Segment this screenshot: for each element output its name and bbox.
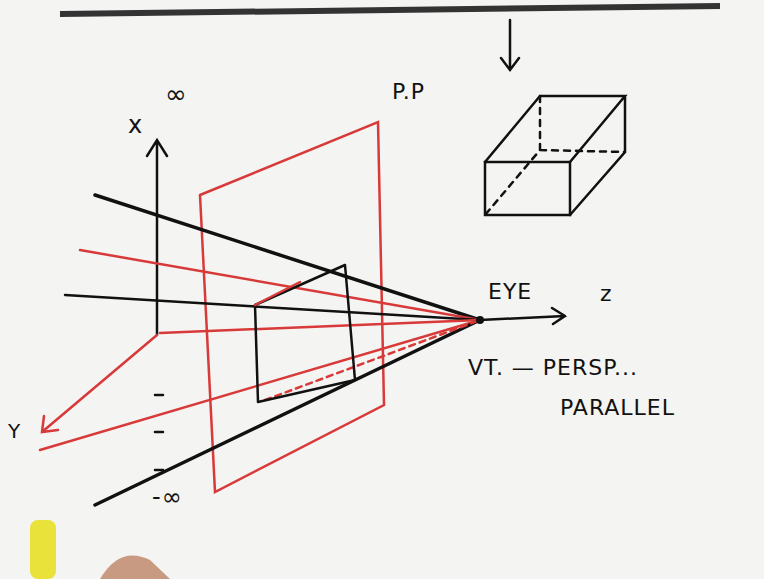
handwritten-label: VT. — PERSP...: [468, 356, 638, 380]
handwritten-label: EYE: [488, 280, 532, 304]
picture-plane: [200, 122, 384, 492]
handwritten-label: ∞: [165, 80, 188, 109]
z-axis: [480, 308, 565, 324]
hand: [100, 555, 170, 579]
y-axis: [42, 335, 157, 432]
box-sketch: [485, 96, 625, 215]
board-edge: [60, 6, 720, 14]
handwritten-label: -∞: [152, 484, 183, 510]
projector: [40, 320, 480, 450]
x-axis: [147, 140, 167, 335]
handwritten-label: P.P: [392, 80, 425, 104]
handwritten-label: PARALLEL: [560, 396, 675, 420]
tick: [155, 395, 163, 470]
handwritten-label: x: [128, 112, 143, 138]
projected-image: [255, 282, 300, 305]
handwritten-label: z: [600, 282, 613, 306]
handwritten-label: Y: [8, 420, 21, 442]
projector: [80, 250, 480, 320]
projector: [95, 320, 480, 505]
marker: [30, 520, 56, 579]
view-arrow: [501, 20, 519, 70]
projector: [265, 320, 480, 400]
projector: [160, 320, 480, 333]
projected-image: [255, 265, 355, 402]
projector: [65, 295, 480, 320]
eye-point: [476, 316, 484, 324]
